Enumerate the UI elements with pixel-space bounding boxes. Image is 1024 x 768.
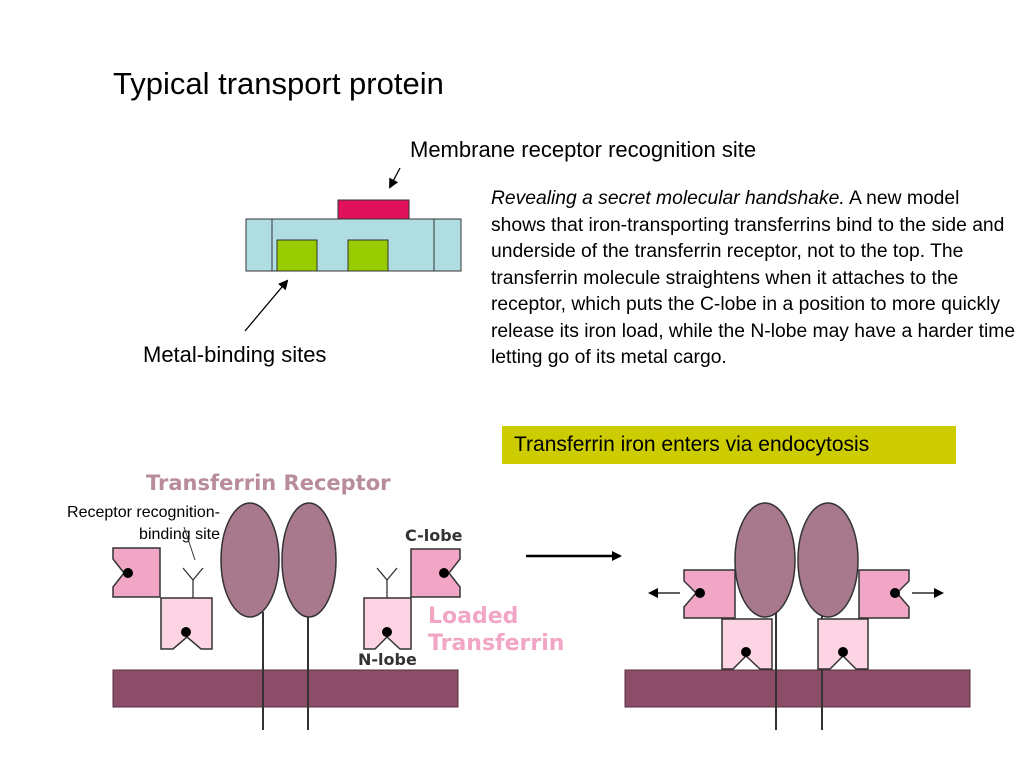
loaded-transferrin-label-line1: Loaded xyxy=(428,604,518,629)
receptor-lobe-right-b xyxy=(797,502,859,618)
description-body: A new model shows that iron-transporting… xyxy=(491,188,1016,368)
c-lobe-block xyxy=(683,569,736,619)
metal-binding-sites-label: Metal-binding sites xyxy=(143,342,327,367)
iron-atom xyxy=(838,647,848,657)
transferrin-bound-right xyxy=(817,569,944,670)
transferrin-bound-left xyxy=(648,569,773,670)
description-lead: Revealing a secret molecular handshake. xyxy=(491,188,845,209)
iron-atom xyxy=(382,627,392,637)
membrane-left xyxy=(112,669,459,708)
iron-atom xyxy=(890,588,900,598)
iron-atom xyxy=(439,568,449,578)
metal-site-arrow xyxy=(244,279,289,332)
receptor-lobe-left-a xyxy=(220,502,280,618)
receptor-lobe-left-b xyxy=(281,502,337,618)
loaded-transferrin-label-line2: Transferrin xyxy=(428,631,564,656)
receptor-recognition-site-label-line2: binding site xyxy=(139,526,220,543)
c-lobe-block xyxy=(858,569,910,619)
page-title: Typical transport protein xyxy=(113,66,444,101)
figure-heading: Transferrin Receptor xyxy=(146,471,391,495)
receptor-recognition-site-label-line1: Receptor recognition- xyxy=(67,504,220,521)
recognition-site-arrow xyxy=(389,167,401,189)
iron-atom xyxy=(181,627,191,637)
n-lobe-block xyxy=(721,618,773,670)
metal-binding-site-left xyxy=(276,239,318,272)
iron-atom xyxy=(695,588,705,598)
recognition-site-fork xyxy=(376,567,398,598)
n-lobe-block xyxy=(363,597,412,650)
endocytosis-callout: Transferrin iron enters via endocytosis xyxy=(502,426,956,464)
n-lobe-label: N-lobe xyxy=(358,650,417,669)
receptor-recognition-site-label: Receptor recognition- binding site xyxy=(20,502,220,546)
n-lobe-block xyxy=(160,597,213,650)
n-lobe-block xyxy=(817,618,869,670)
membrane-right xyxy=(624,669,971,708)
c-lobe-block xyxy=(410,548,461,598)
metal-binding-site-right xyxy=(347,239,389,272)
c-lobe-label: C-lobe xyxy=(405,526,463,545)
iron-atom xyxy=(741,647,751,657)
description-paragraph: Revealing a secret molecular handshake. … xyxy=(491,186,1019,372)
iron-atom xyxy=(123,568,133,578)
recognition-site-fork xyxy=(182,567,204,598)
membrane-receptor-site-label: Membrane receptor recognition site xyxy=(410,137,757,162)
transferrin-loaded-free xyxy=(363,548,461,650)
recognition-site-pointer xyxy=(183,526,196,561)
transferrin-left-bound xyxy=(112,526,213,650)
c-lobe-block xyxy=(112,547,161,598)
receptor-lobe-right-a xyxy=(734,502,796,618)
